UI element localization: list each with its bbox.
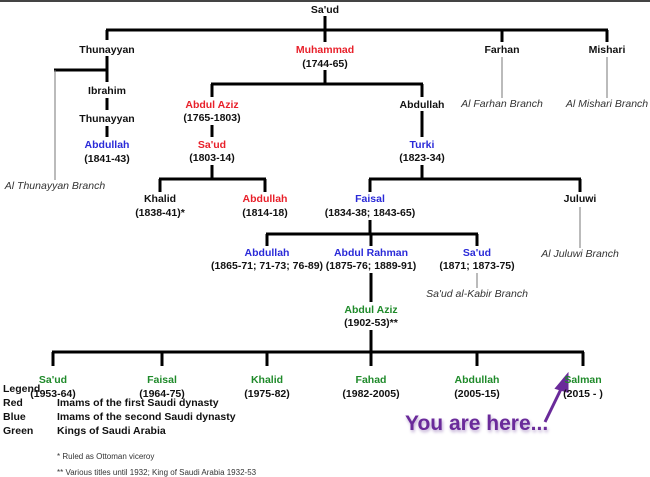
node-khalid-1: Khalid <box>143 193 177 205</box>
legend-red-label: Red <box>3 397 23 409</box>
node-abdullah-thunayyan-years: (1841-43) <box>84 153 130 165</box>
branch-saud-kabir: Sa'ud al-Kabir Branch <box>426 288 528 300</box>
node-abdul-aziz-founder-years: (1902-53)** <box>344 317 398 329</box>
node-juluwi: Juluwi <box>563 193 597 205</box>
branch-mishari: Al Mishari Branch <box>565 98 649 110</box>
node-saud-2-years: (1871; 1873-75) <box>439 260 515 272</box>
node-muhammad-years: (1744-65) <box>302 58 348 70</box>
king-khalid-years: (1975-82) <box>244 388 290 400</box>
branch-juluwi: Al Juluwi Branch <box>541 248 619 260</box>
node-abdul-aziz-founder: Abdul Aziz <box>344 304 398 316</box>
you-are-here-annotation: You are here... <box>405 412 549 435</box>
node-faisal-2: Faisal <box>355 193 385 205</box>
footnote-2: ** Various titles until 1932; King of Sa… <box>57 468 257 477</box>
legend-green-label: Green <box>3 425 34 437</box>
node-abdullah-thunayyan: Abdullah <box>84 139 130 151</box>
node-abdullah-1-years: (1814-18) <box>242 207 288 219</box>
king-abdullah: Abdullah <box>454 374 500 386</box>
king-salman-years: (2015 - ) <box>563 388 603 400</box>
node-farhan: Farhan <box>484 44 520 56</box>
arrow-icon <box>543 371 569 423</box>
node-saud-root: Sa'ud <box>310 4 340 16</box>
branch-thunayyan: Al Thunayyan Branch <box>4 180 106 192</box>
node-turki: Turki <box>409 139 435 151</box>
king-faisal-years: (1964-75) <box>139 388 185 400</box>
node-abdul-rahman-years: (1875-76; 1889-91) <box>325 260 417 272</box>
king-fahad: Fahad <box>355 374 387 386</box>
legend-blue-desc: Imams of the second Saudi dynasty <box>57 411 236 423</box>
node-abdul-aziz-1-years: (1765-1803) <box>183 112 241 124</box>
king-faisal: Faisal <box>147 374 177 386</box>
node-thunayyan: Thunayyan <box>79 44 135 56</box>
node-abdullah-son-muhammad: Abdullah <box>399 99 445 111</box>
node-saud-1-years: (1803-14) <box>189 152 235 164</box>
node-saud-2: Sa'ud <box>462 247 492 259</box>
node-khalid-1-years: (1838-41)* <box>135 207 185 219</box>
king-khalid: Khalid <box>250 374 284 386</box>
node-abdullah-2: Abdullah <box>244 247 290 259</box>
node-saud-1: Sa'ud <box>197 139 227 151</box>
king-saud: Sa'ud <box>38 374 68 386</box>
node-abdullah-1: Abdullah <box>242 193 288 205</box>
legend-green-desc: Kings of Saudi Arabia <box>57 425 166 437</box>
node-turki-years: (1823-34) <box>399 152 445 164</box>
node-abdul-aziz-1: Abdul Aziz <box>185 99 239 111</box>
node-faisal-2-years: (1834-38; 1843-65) <box>324 207 416 219</box>
legend-red-desc: Imams of the first Saudi dynasty <box>57 397 219 409</box>
node-mishari: Mishari <box>588 44 626 56</box>
legend-blue-label: Blue <box>3 411 26 423</box>
king-abdullah-years: (2005-15) <box>454 388 500 400</box>
node-abdul-rahman: Abdul Rahman <box>333 247 409 259</box>
footnote-1: * Ruled as Ottoman viceroy <box>57 452 155 461</box>
branch-farhan: Al Farhan Branch <box>461 98 543 110</box>
legend-title: Legend <box>3 383 41 395</box>
node-thunayyan-2: Thunayyan <box>79 113 135 125</box>
king-salman: Salman <box>564 374 602 386</box>
node-ibrahim: Ibrahim <box>88 85 126 97</box>
king-fahad-years: (1982-2005) <box>342 388 400 400</box>
king-saud-years: (1953-64) <box>30 388 76 400</box>
node-muhammad: Muhammad <box>295 44 355 56</box>
node-abdullah-2-years: (1865-71; 71-73; 76-89) <box>210 260 324 272</box>
